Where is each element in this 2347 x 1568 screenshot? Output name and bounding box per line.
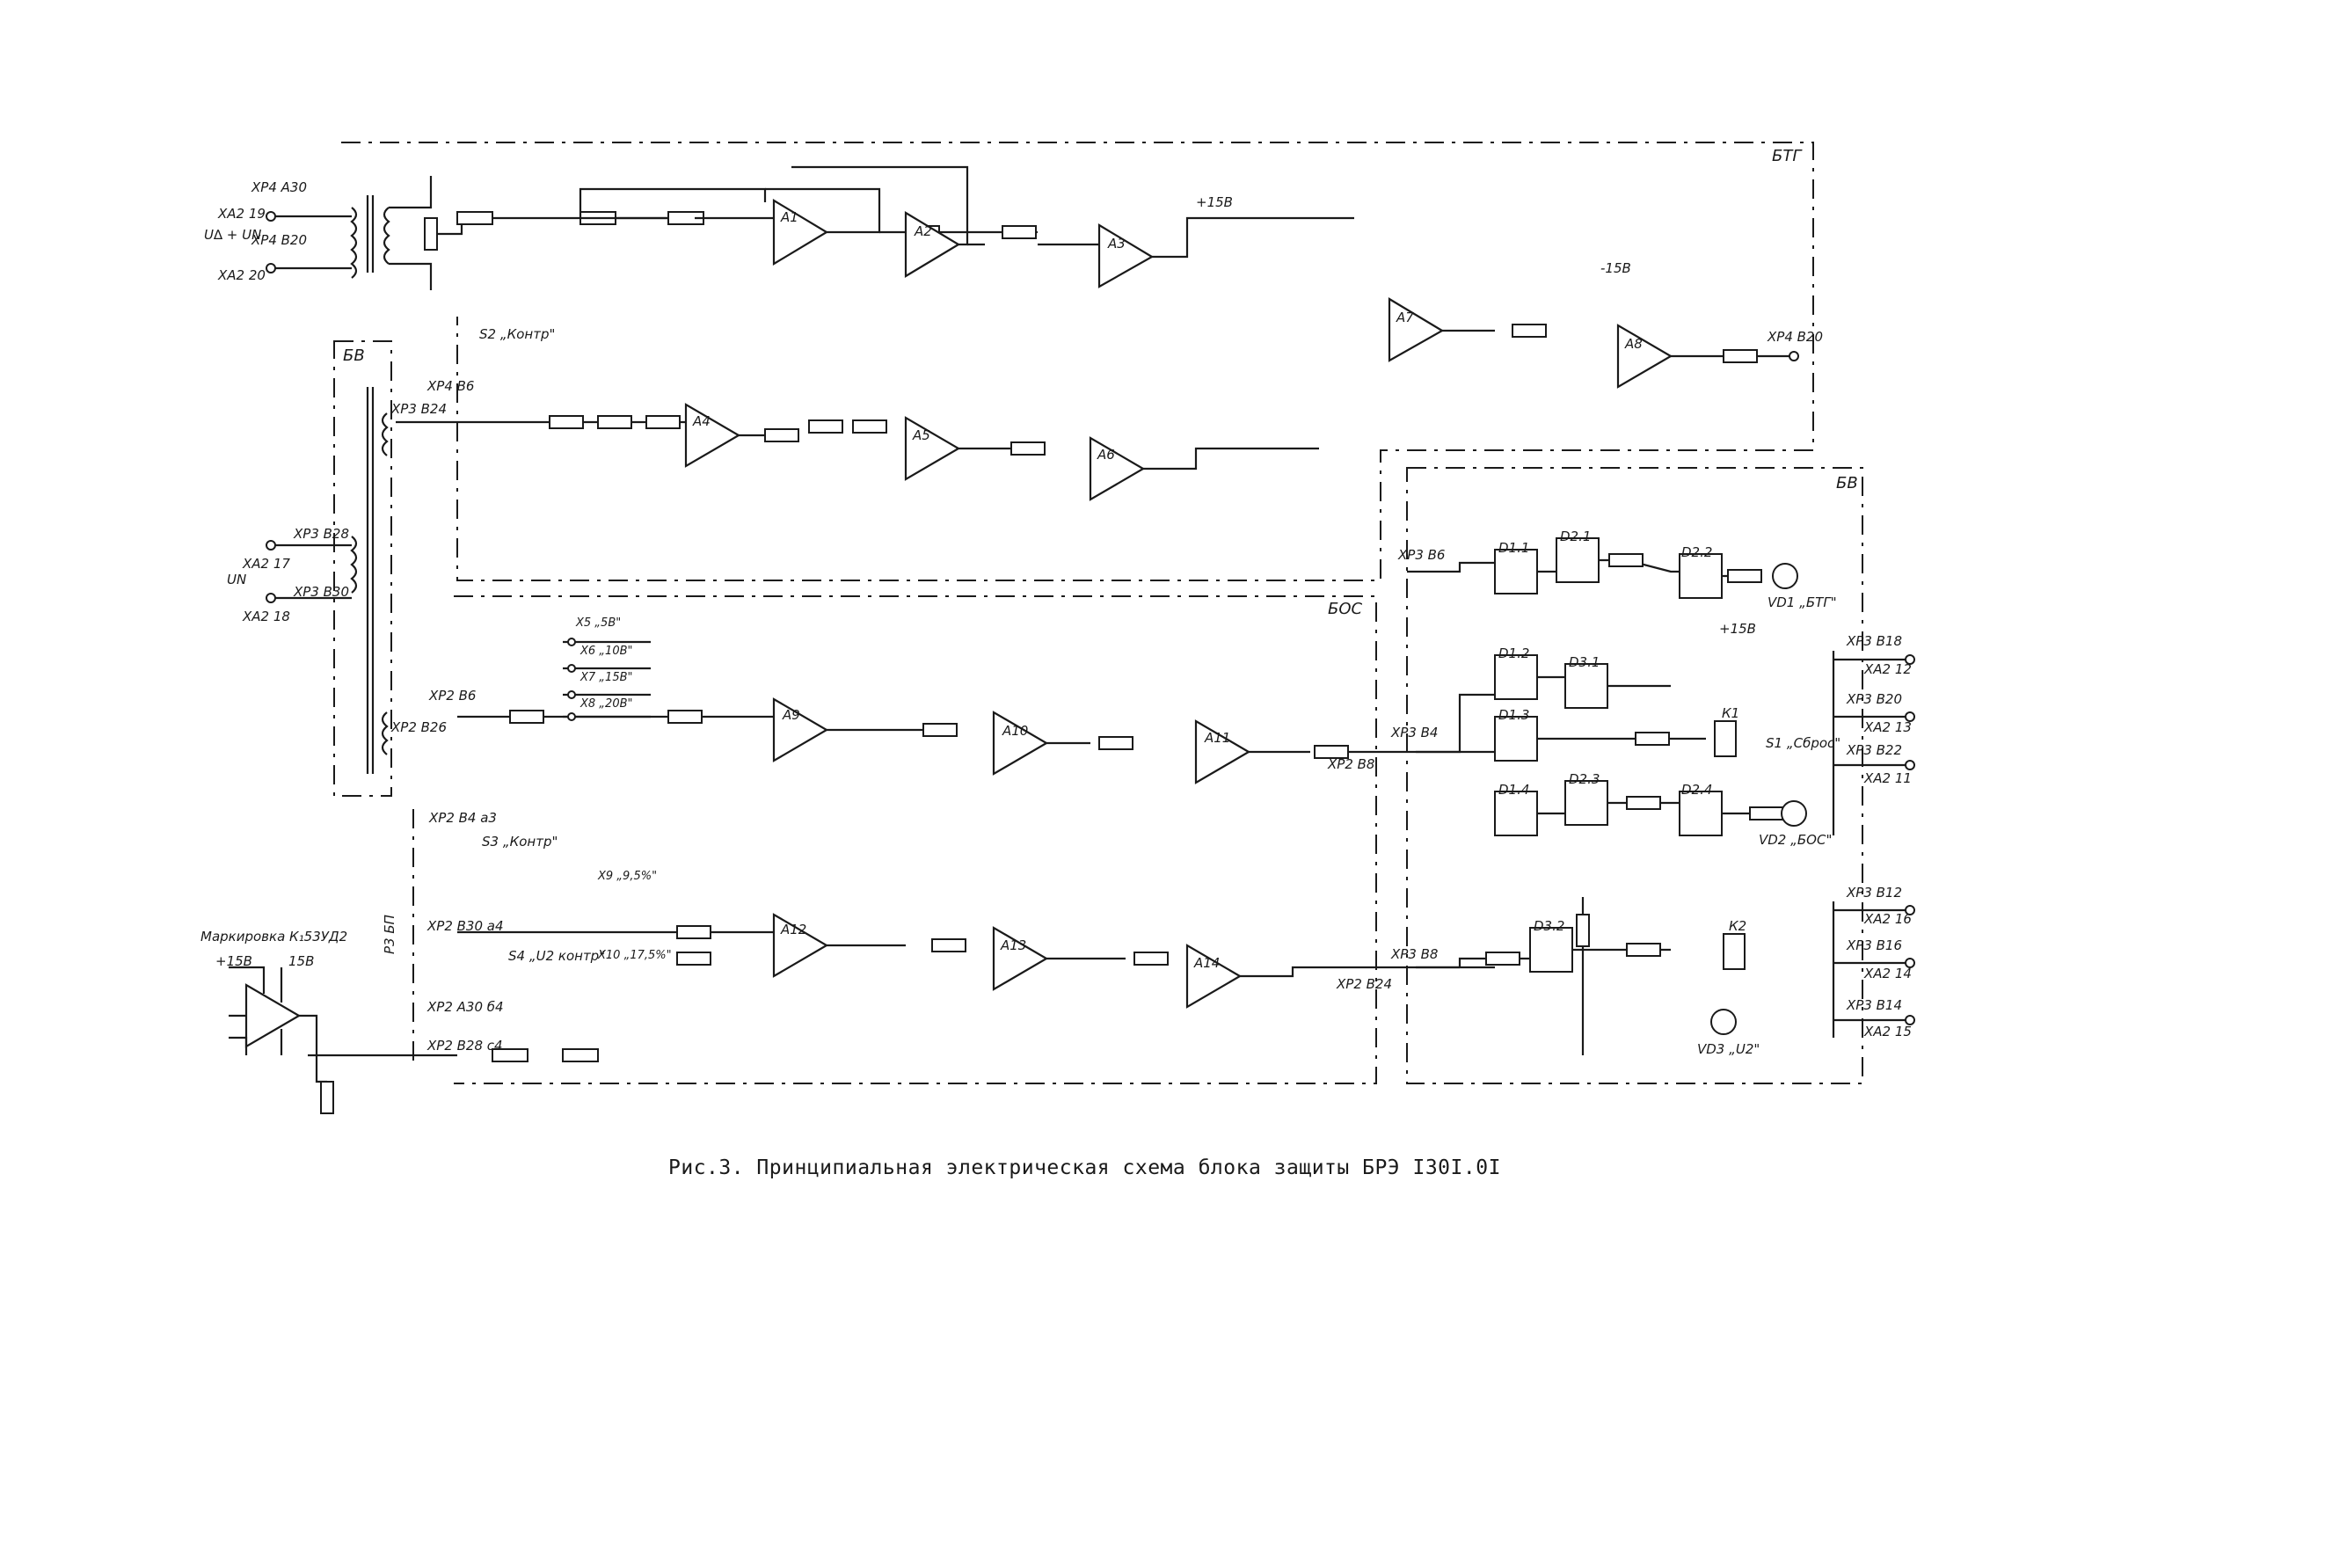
label-xp2-b24: ХР2 В24 bbox=[1336, 976, 1392, 992]
label-k1: К1 bbox=[1722, 705, 1739, 721]
label-x7: Х7 „15В" bbox=[579, 671, 632, 684]
label-s4: S4 „U2 контр" bbox=[508, 948, 605, 964]
label-a11: A11 bbox=[1204, 730, 1230, 746]
label-d2-1: D2.1 bbox=[1560, 529, 1591, 544]
legend-minus15: 15В bbox=[288, 953, 314, 969]
label-a2: A2 bbox=[914, 223, 932, 239]
bos-signal-chain-lower bbox=[308, 913, 1495, 1062]
legend-plus15: +15В bbox=[215, 953, 252, 969]
label-un: UN bbox=[227, 572, 246, 587]
block-label-bos: БОС bbox=[1328, 600, 1363, 618]
label-a1: A1 bbox=[780, 209, 798, 225]
legend-title: Маркировка К₁53УД2 bbox=[200, 929, 347, 944]
logic-section bbox=[1407, 537, 1807, 1055]
label-plus15-btg: +15В bbox=[1196, 194, 1233, 210]
label-d1-1: D1.1 bbox=[1498, 540, 1529, 556]
label-xp3-b8: ХР3 В8 bbox=[1390, 946, 1438, 962]
label-vd3: VD3 „U2" bbox=[1697, 1041, 1760, 1057]
label-xp4-b20-out: ХР4 В20 bbox=[1767, 329, 1823, 345]
range-switches-x5-x8 bbox=[563, 638, 651, 721]
label-xp3-b4: ХР3 В4 bbox=[1390, 725, 1438, 740]
label-xp3-b12: ХР3 В12 bbox=[1846, 885, 1902, 901]
label-xp2-a30: ХР2 А30 б4 bbox=[426, 999, 504, 1015]
label-xp2-b28: ХР2 В28 с4 bbox=[426, 1038, 503, 1054]
label-a6: A6 bbox=[1097, 447, 1115, 463]
label-a5: A5 bbox=[912, 427, 930, 443]
label-xp3-b6: ХР3 В6 bbox=[1397, 547, 1445, 563]
label-a14: A14 bbox=[1193, 955, 1220, 971]
label-x8: Х8 „20В" bbox=[579, 697, 632, 711]
label-xp2-b30: ХР2 В30 а4 bbox=[426, 918, 504, 934]
label-x6: Х6 „10В" bbox=[579, 645, 632, 658]
label-xp4-b6: ХР4 В6 bbox=[426, 378, 474, 394]
block-label-bv-left: БВ bbox=[343, 346, 365, 365]
label-xp3-b28: ХР3 В28 bbox=[293, 526, 349, 542]
label-d1-2: D1.2 bbox=[1498, 645, 1529, 661]
label-xa2-15: ХА2 15 bbox=[1863, 1024, 1912, 1039]
label-minus15: -15В bbox=[1600, 260, 1631, 276]
btg-signal-chain-lower bbox=[396, 403, 1319, 501]
label-xp3-b22: ХР3 В22 bbox=[1846, 742, 1902, 758]
btg-signal-chain-upper bbox=[456, 165, 1799, 389]
label-x10: Х10 „17,5%" bbox=[597, 949, 672, 962]
label-s2: S2 „Контр" bbox=[479, 326, 555, 342]
label-d2-4: D2.4 bbox=[1681, 782, 1712, 798]
label-xp2-b6: ХР2 В6 bbox=[428, 688, 476, 704]
label-d1-3: D1.3 bbox=[1498, 707, 1529, 723]
label-xa2-12: ХА2 12 bbox=[1863, 661, 1912, 677]
block-label-r3bp: Р3 БП bbox=[382, 915, 397, 954]
label-xp3-b20: ХР3 В20 bbox=[1846, 691, 1902, 707]
block-label-btg: БТГ bbox=[1772, 147, 1803, 165]
label-a7: A7 bbox=[1396, 310, 1414, 325]
label-xa2-11: ХА2 11 bbox=[1863, 770, 1912, 786]
label-xp2-b4: ХР2 В4 а3 bbox=[428, 810, 497, 826]
output-terminals bbox=[1832, 651, 1915, 1038]
bos-signal-chain-upper bbox=[457, 697, 1495, 784]
block-label-bv-right: БВ bbox=[1836, 474, 1858, 492]
label-s3: S3 „Контр" bbox=[482, 834, 558, 850]
label-xp4-a30: ХР4 А30 bbox=[251, 179, 307, 195]
label-xa2-17: ХА2 17 bbox=[242, 556, 290, 572]
label-d2-2: D2.2 bbox=[1681, 544, 1712, 560]
label-d1-4: D1.4 bbox=[1498, 782, 1529, 798]
label-xa2-13: ХА2 13 bbox=[1863, 719, 1912, 735]
label-vd1: VD1 „БТГ" bbox=[1768, 594, 1837, 610]
label-a9: A9 bbox=[782, 707, 800, 723]
label-xa2-18: ХА2 18 bbox=[242, 609, 290, 624]
label-d2-3: D2.3 bbox=[1569, 771, 1600, 787]
input-transformer-t1 bbox=[266, 387, 389, 774]
legend-opamp-pinout bbox=[229, 966, 334, 1114]
label-u-delta: U∆ + UN bbox=[204, 227, 261, 243]
label-xp3-b16: ХР3 В16 bbox=[1846, 937, 1902, 953]
label-xp3-b30: ХР3 В30 bbox=[293, 584, 349, 600]
label-xa2-16: ХА2 16 bbox=[1863, 911, 1912, 927]
label-vd2: VD2 „БОС" bbox=[1759, 832, 1832, 848]
figure-caption: Рис.3. Принципиальная электрическая схем… bbox=[668, 1156, 1501, 1179]
input-transformer-t2 bbox=[266, 176, 492, 290]
label-a13: A13 bbox=[1000, 937, 1026, 953]
label-s1: S1 „Сброс" bbox=[1766, 735, 1840, 751]
label-a4: A4 bbox=[692, 413, 711, 429]
label-xa2-14: ХА2 14 bbox=[1863, 966, 1912, 981]
label-xa2-20: ХА2 20 bbox=[217, 267, 266, 283]
label-xp2-b8: ХР2 В8 bbox=[1327, 756, 1374, 772]
label-xp4-b20: ХР4 В20 bbox=[251, 232, 307, 248]
label-x9: Х9 „9,5%" bbox=[597, 870, 657, 883]
label-a8: A8 bbox=[1624, 336, 1643, 352]
block-frames bbox=[333, 142, 1863, 1084]
label-d3-2: D3.2 bbox=[1534, 918, 1564, 934]
label-xa2-19: ХА2 19 bbox=[217, 206, 266, 222]
label-xp3-b24: ХР3 В24 bbox=[390, 401, 447, 417]
label-d3-1: D3.1 bbox=[1569, 654, 1600, 670]
label-a3: A3 bbox=[1107, 236, 1126, 252]
label-k2: К2 bbox=[1729, 918, 1746, 934]
label-xp2-b26: ХР2 В26 bbox=[390, 719, 447, 735]
label-a12: A12 bbox=[780, 922, 806, 937]
label-xp3-b18: ХР3 В18 bbox=[1846, 633, 1902, 649]
label-plus15-logic: +15В bbox=[1719, 621, 1756, 637]
label-a10: A10 bbox=[1002, 723, 1028, 739]
label-x5: Х5 „5В" bbox=[575, 616, 621, 630]
label-xp3-b14: ХР3 В14 bbox=[1846, 997, 1902, 1013]
